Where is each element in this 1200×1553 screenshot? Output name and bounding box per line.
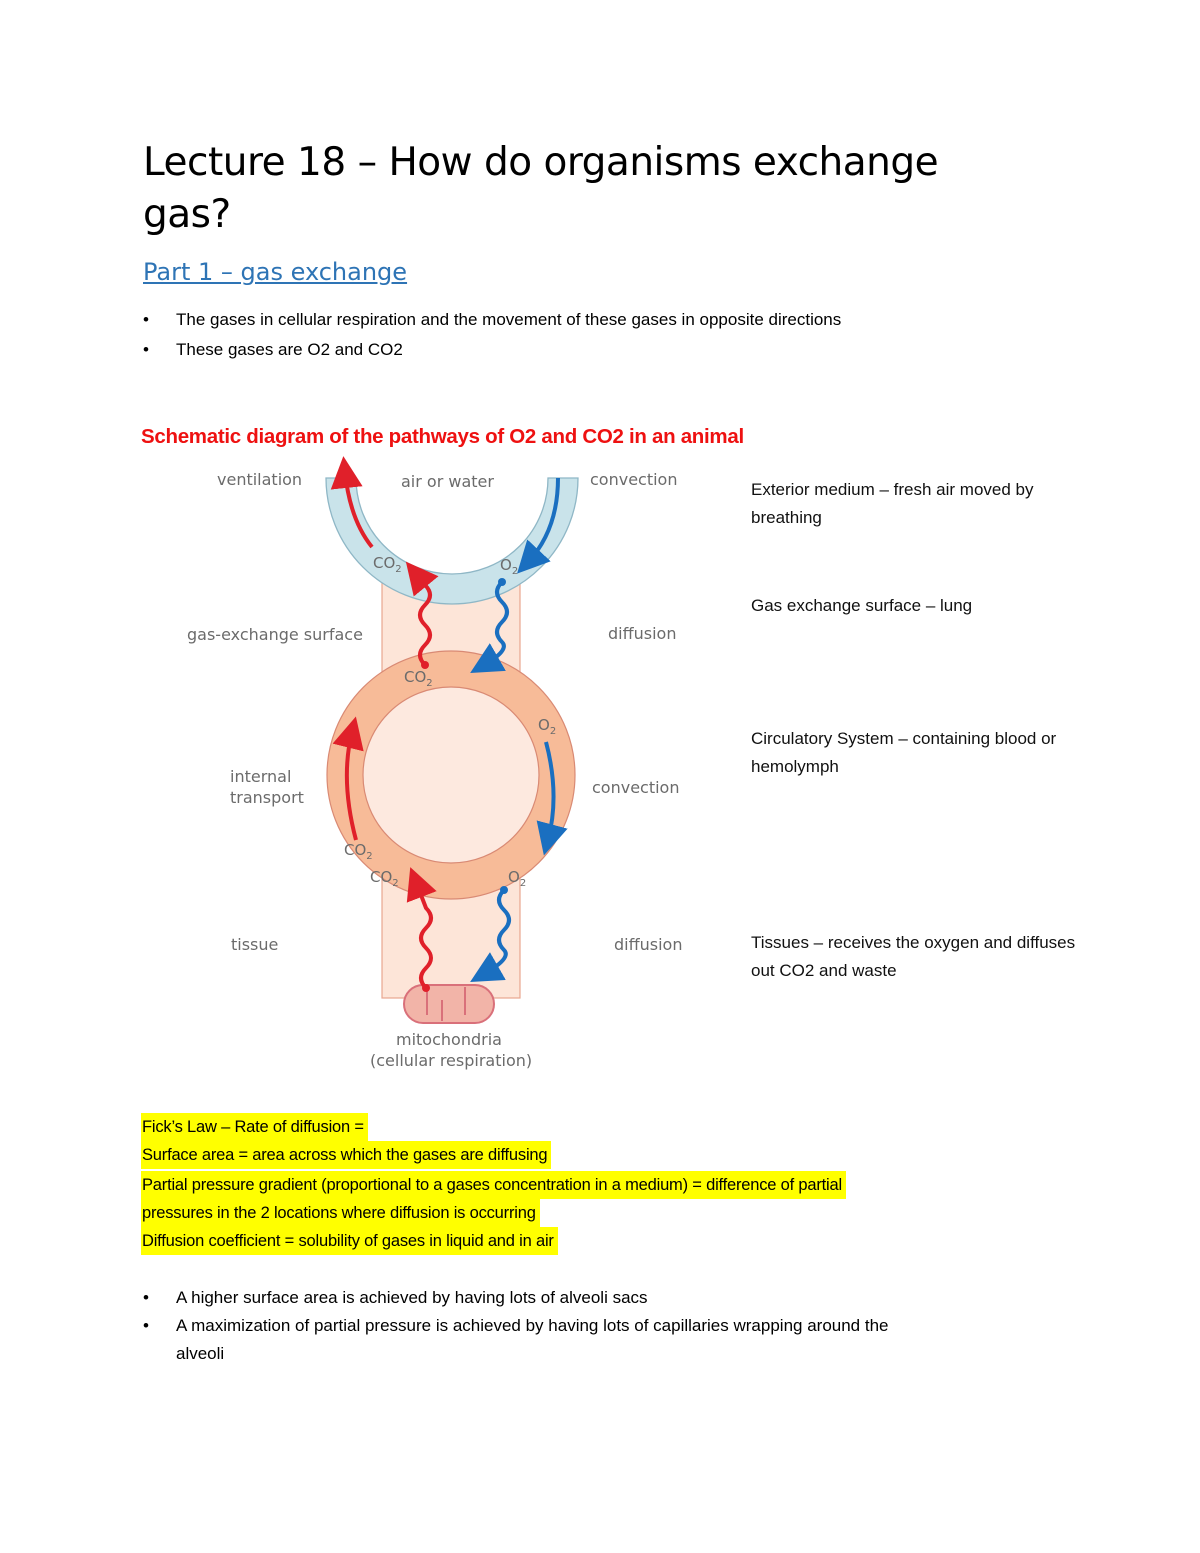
mitochondria-icon (403, 984, 495, 1024)
label-diffusion-top: diffusion (608, 624, 676, 643)
o2-diffusion-arrow-upper (470, 580, 509, 673)
label-cellular-respiration: (cellular respiration) (370, 1051, 532, 1070)
gas-pathway-diagram: CO2 O2 CO2 O2 CO2 CO2 O2 ventilation air… (180, 450, 700, 1080)
ficks-law-line: Surface area = area across which the gas… (141, 1141, 552, 1169)
co2-internal-transport-arrow (332, 716, 364, 841)
o2-convection-arrow (517, 477, 560, 574)
ficks-law-line: pressures in the 2 locations where diffu… (141, 1199, 540, 1227)
label-mitochondria: mitochondria (396, 1030, 502, 1049)
label-convection-mid: convection (592, 778, 679, 797)
bullet-text: The gases in cellular respiration and th… (176, 310, 842, 329)
bullet-text: A higher surface area is achieved by hav… (176, 1288, 648, 1307)
svg-text:CO2: CO2 (404, 668, 433, 689)
co2-ventilation-arrow (330, 456, 374, 549)
label-internal: internal (230, 767, 291, 786)
bullet-text: A maximization of partial pressure is ac… (176, 1316, 889, 1335)
label-ventilation: ventilation (217, 470, 302, 489)
side-note-circulatory-line2: hemolymph (751, 757, 839, 776)
co2-diffusion-arrow-upper (405, 561, 439, 667)
side-note-tissues-line1: Tissues – receives the oxygen and diffus… (751, 933, 1076, 952)
label-tissue: tissue (231, 935, 278, 954)
bullet-icon: • (143, 340, 149, 359)
svg-text:CO2: CO2 (373, 554, 402, 575)
section-heading: Part 1 – gas exchange (143, 258, 408, 286)
side-note-exterior-line1: Exterior medium – fresh air moved by (751, 480, 1034, 499)
label-diffusion-bottom: diffusion (614, 935, 682, 954)
label-gas-exchange-surface: gas-exchange surface (187, 625, 363, 644)
bullet-text-continuation: alveoli (176, 1344, 225, 1363)
ficks-law-line: Partial pressure gradient (proportional … (141, 1171, 846, 1199)
bullet-icon: • (143, 1316, 149, 1335)
side-note-tissues-line2: out CO2 and waste (751, 961, 897, 980)
bullet-text: These gases are O2 and CO2 (176, 340, 403, 359)
diagram-heading: Schematic diagram of the pathways of O2 … (141, 425, 744, 448)
ficks-law-line: Fick’s Law – Rate of diffusion = (141, 1113, 368, 1141)
side-note-exterior-line2: breathing (751, 508, 822, 527)
svg-text:CO2: CO2 (344, 841, 373, 862)
bullet-icon: • (143, 310, 149, 329)
label-convection-top: convection (590, 470, 677, 489)
bullet-icon: • (143, 1288, 149, 1307)
o2-internal-transport-arrow (536, 741, 568, 856)
o2-diffusion-arrow-lower (470, 888, 511, 982)
page-title-line-2: gas? (143, 192, 231, 237)
ficks-law-line: Diffusion coefficient = solubility of ga… (141, 1227, 558, 1255)
co2-diffusion-arrow-lower (406, 867, 437, 990)
svg-text:CO2: CO2 (370, 868, 399, 889)
page-title-line-1: Lecture 18 – How do organisms exchange (143, 140, 939, 185)
side-note-circulatory-line1: Circulatory System – containing blood or (751, 729, 1057, 748)
label-air-or-water: air or water (401, 472, 494, 491)
side-note-gas-exchange: Gas exchange surface – lung (751, 596, 973, 615)
label-transport: transport (230, 788, 304, 807)
circulatory-ring-inner (362, 686, 540, 864)
exterior-medium-ring (325, 477, 579, 605)
